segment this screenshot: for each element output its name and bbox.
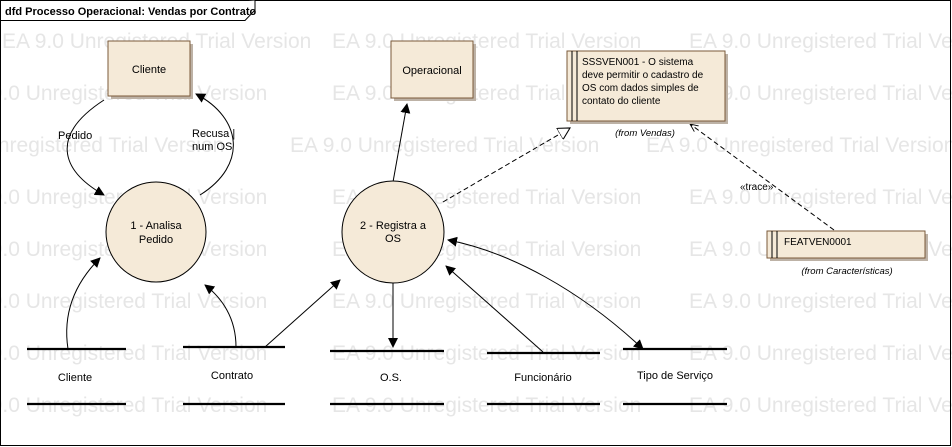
entity-box: [390, 40, 474, 99]
watermark-text: EA 9.0 Unregistered Trial Version: [0, 134, 224, 157]
trace-label: «trace»: [740, 182, 774, 193]
watermark-text: EA 9.0 Unregistered Trial Version: [0, 290, 267, 313]
watermark-text: EA 9.0 Unregistered Trial Version: [689, 186, 952, 209]
process-circle: [341, 180, 445, 284]
flow-recusa[interactable]: [195, 93, 234, 196]
watermark-text: EA 9.0 Unregistered Trial Version: [0, 342, 267, 365]
feature-featven0001[interactable]: FEATVEN0001: [766, 230, 928, 261]
requirement-package: (from Vendas): [615, 128, 675, 139]
requirement-line-1: SSSVEN001 - O sistema: [582, 57, 694, 68]
process-label-line-2: OS: [385, 233, 401, 245]
entity-cliente[interactable]: Cliente: [107, 40, 193, 99]
flow-p2-operacional[interactable]: [392, 103, 411, 183]
requirement-line-4: contato do cliente: [582, 96, 661, 107]
store-cliente[interactable]: Cliente: [27, 347, 126, 406]
diagram-title: dfd Processo Operacional: Vendas por Con…: [5, 6, 256, 18]
store-label: Funcionário: [514, 372, 571, 384]
store-contrato[interactable]: Contrato: [183, 345, 285, 406]
store-funcionario[interactable]: Funcionário: [487, 351, 600, 406]
store-label: O.S.: [380, 372, 402, 384]
flow-label-recusa-2: num OS: [192, 141, 232, 153]
feature-name: FEATVEN0001: [784, 237, 852, 248]
process-label-line-1: 2 - Registra a: [360, 220, 427, 232]
flow-contrato-p2[interactable]: [264, 279, 341, 348]
flow-store-cliente-p1[interactable]: [66, 257, 101, 350]
store-label: Cliente: [58, 372, 92, 384]
feature-box: [766, 230, 926, 259]
flow-label-recusa-1: Recusa |: [192, 128, 235, 140]
entity-operacional[interactable]: Operacional: [390, 40, 476, 101]
watermark-text: EA 9.0 Unregistered Trial Version: [689, 30, 952, 53]
flow-store-contrato-p1[interactable]: [204, 284, 237, 348]
watermark-text: EA 9.0 Unregistered Trial Version: [0, 394, 267, 417]
flow-p2-requirement[interactable]: [442, 128, 570, 203]
watermark-text: EA 9.0 Unregistered Trial Version: [689, 342, 952, 365]
watermark-text: EA 9.0 Unregistered Trial Version: [332, 30, 641, 53]
trace-feature-requirement[interactable]: [690, 124, 835, 231]
store-tipo-servico[interactable]: Tipo de Serviço: [623, 347, 727, 406]
store-label: Tipo de Serviço: [637, 370, 713, 382]
process-circle: [105, 181, 207, 283]
watermark-text: EA 9.0 Unregistered Trial Version: [689, 290, 952, 313]
process-2-registra-os[interactable]: 2 - Registra a OS: [341, 180, 445, 284]
watermark-text: EA 9.0 Unregistered Trial Version: [689, 394, 952, 417]
requirement-box: [566, 50, 726, 122]
watermark-text: EA 9.0 Unregistered Trial Version: [689, 82, 952, 105]
process-label-line-1: 1 - Analisa: [130, 220, 182, 232]
store-os[interactable]: O.S.: [330, 349, 444, 406]
watermark-text: EA 9.0 Unregistered Trial Version: [290, 134, 599, 157]
watermark-text: EA 9.0 Unregistered Trial Version: [332, 394, 641, 417]
store-label: Contrato: [211, 370, 253, 382]
process-label-line-2: Pedido: [139, 234, 173, 246]
data-flows: Pedido Recusa | num OS «trace»: [58, 93, 835, 353]
flow-label-pedido: Pedido: [58, 130, 92, 142]
requirement-line-2: deve permitir o cadastro de: [582, 70, 704, 81]
feature-package: (from Características): [801, 266, 892, 277]
title-tab: [0, 0, 256, 21]
entity-label: Cliente: [132, 64, 166, 76]
process-1-analisa-pedido[interactable]: 1 - Analisa Pedido: [105, 181, 207, 283]
requirement-sssven001[interactable]: SSSVEN001 - O sistema deve permitir o ca…: [566, 50, 728, 124]
entity-label: Operacional: [402, 65, 461, 77]
flow-tiposervico-p2[interactable]: [447, 236, 644, 350]
flow-pedido[interactable]: [66, 99, 105, 196]
watermark-text: EA 9.0 Unregistered Trial Version: [646, 134, 952, 157]
entity-box: [107, 40, 191, 97]
requirement-line-3: OS com dados simples de: [582, 83, 699, 94]
